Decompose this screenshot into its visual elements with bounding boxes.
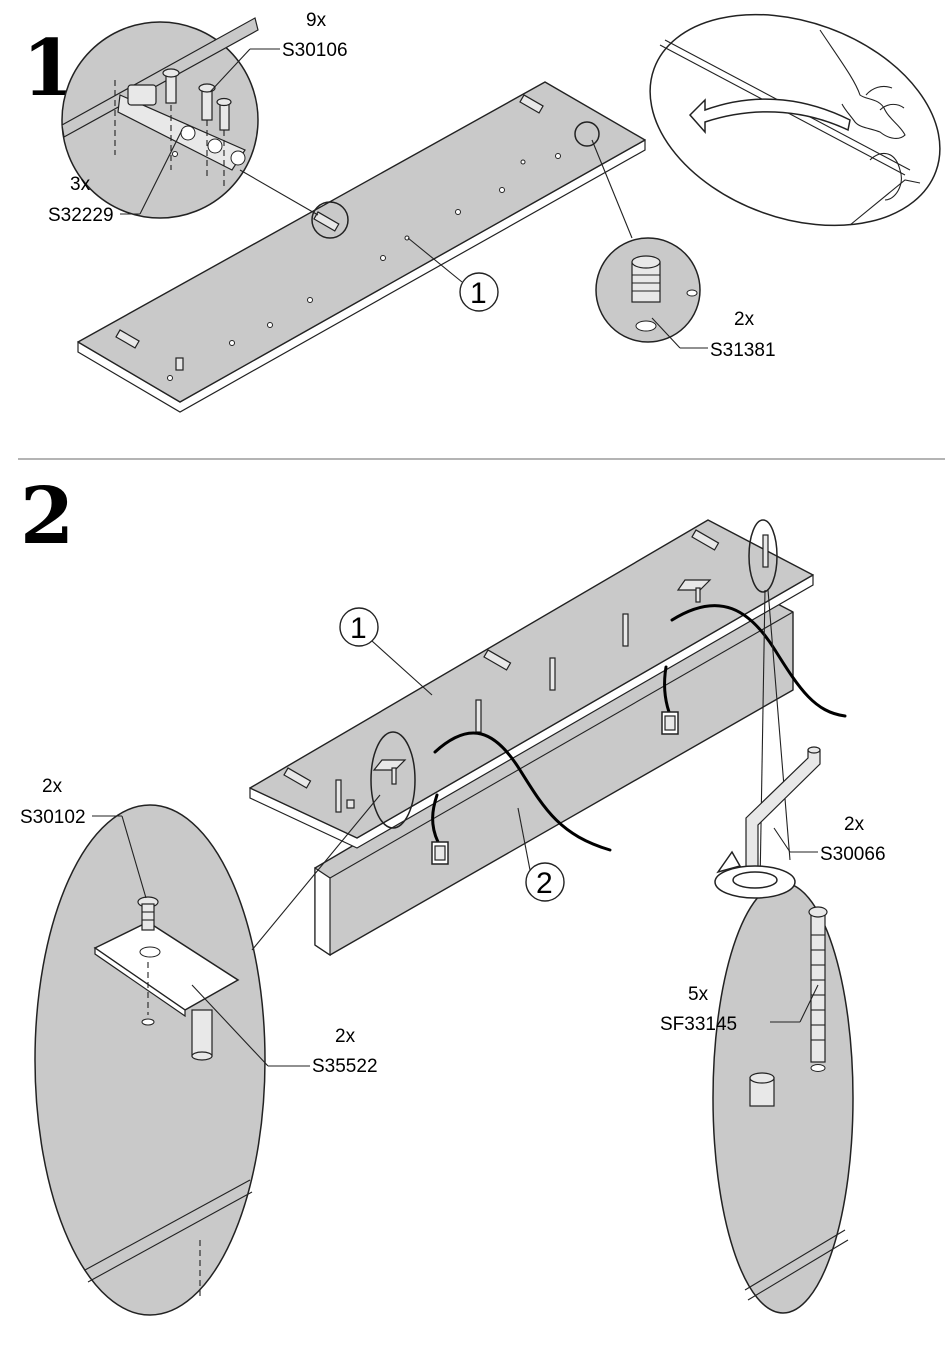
step1-panel [77, 81, 646, 413]
step1-panel-callout [459, 272, 499, 312]
step1-code-S30106: S30106 [282, 40, 348, 61]
step-2-number: 2 [20, 471, 74, 562]
step1-qty-S31381: 2x [734, 309, 755, 330]
step2-dowel-zoom [712, 882, 854, 1314]
step2-qty-SF33145: 5x [688, 984, 709, 1005]
step2-panel-1-callout [339, 607, 379, 647]
step1-qty-S30106: 9x [306, 10, 327, 31]
step2-panel-1 [249, 519, 814, 849]
step2-panel-2-callout [525, 862, 565, 902]
step1-code-S31381: S31381 [710, 340, 776, 361]
step2-panel-1-callout-label: 1 [350, 612, 367, 645]
rotate-arrow-icon [714, 850, 796, 899]
step2-panel-2-callout-label: 2 [536, 867, 553, 900]
step2-qty-S35522: 2x [335, 1026, 356, 1047]
step1-panel-callout-label: 1 [470, 277, 487, 310]
step2-wires [431, 604, 847, 865]
step2-code-S35522: S35522 [312, 1056, 378, 1077]
step2-panel-2 [314, 599, 794, 957]
step1-qty-S32229: 3x [70, 174, 91, 195]
step1-hinge-zoom [61, 17, 259, 219]
step2-qty-S30066: 2x [844, 814, 865, 835]
step1-code-S32229: S32229 [48, 205, 114, 226]
step2-code-S30102: S30102 [20, 807, 86, 828]
step2-qty-S30102: 2x [42, 776, 63, 797]
step1-cam-zoom [595, 237, 701, 343]
hand-peel-icon [819, 29, 906, 139]
step2-bracket-zoom [34, 804, 266, 1316]
step2-code-S30066: S30066 [820, 844, 886, 865]
step2-code-SF33145: SF33145 [660, 1014, 737, 1035]
peel-arrow-icon [688, 98, 851, 134]
step1-peel-zoom [649, 13, 941, 227]
